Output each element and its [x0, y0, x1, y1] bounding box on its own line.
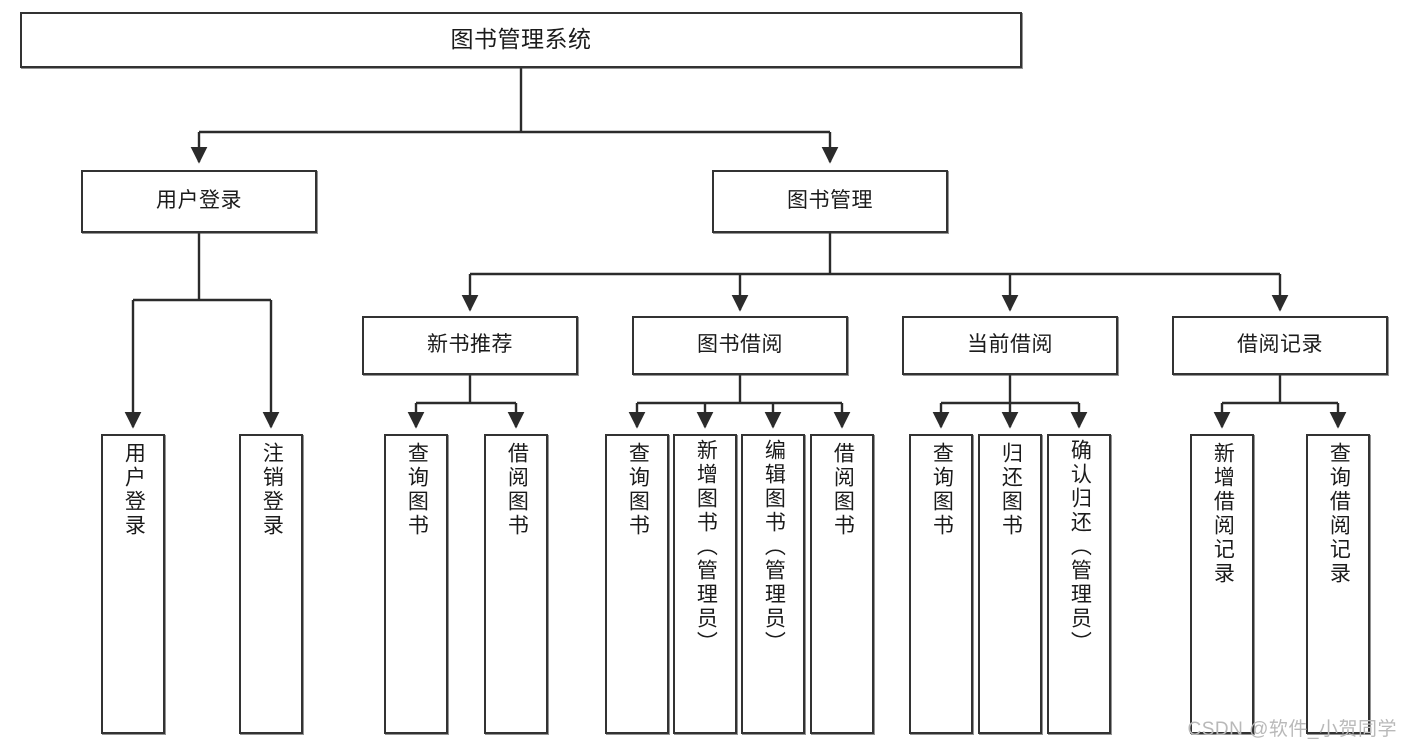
node-label-user-login: 用户登录 [156, 189, 242, 213]
leaf-label-borrow-edit-book-admin: 编辑图书（管理员） [762, 439, 786, 655]
leaf-borrow-query-book[interactable]: 查询图书 [605, 434, 669, 734]
node-root-system[interactable]: 图书管理系统 [20, 12, 1022, 68]
leaf-label-recommend-borrow-book: 借阅图书 [505, 442, 529, 538]
node-user-login[interactable]: 用户登录 [81, 170, 317, 233]
node-book-borrow[interactable]: 图书借阅 [632, 316, 848, 375]
leaf-label-current-confirm-return-admin: 确认归还（管理员） [1068, 439, 1092, 655]
leaf-current-confirm-return-admin[interactable]: 确认归还（管理员） [1047, 434, 1111, 734]
leaf-label-recommend-query-book: 查询图书 [405, 442, 429, 538]
node-book-management[interactable]: 图书管理 [712, 170, 948, 233]
leaf-borrow-borrow-book[interactable]: 借阅图书 [810, 434, 874, 734]
leaf-label-current-return-book: 归还图书 [999, 442, 1023, 538]
node-label-new-book-recommend: 新书推荐 [427, 333, 513, 357]
leaf-record-query-record[interactable]: 查询借阅记录 [1306, 434, 1370, 734]
leaf-borrow-add-book-admin[interactable]: 新增图书（管理员） [673, 434, 737, 734]
leaf-current-return-book[interactable]: 归还图书 [978, 434, 1042, 734]
node-label-borrow-record: 借阅记录 [1237, 333, 1323, 357]
node-label-book-borrow: 图书借阅 [697, 333, 783, 357]
leaf-user-login-login[interactable]: 用户登录 [101, 434, 165, 734]
leaf-label-record-add-record: 新增借阅记录 [1211, 442, 1235, 586]
leaf-label-borrow-query-book: 查询图书 [626, 442, 650, 538]
leaf-user-login-logout[interactable]: 注销登录 [239, 434, 303, 734]
node-label-current-borrow: 当前借阅 [967, 333, 1053, 357]
node-label-book-management: 图书管理 [787, 189, 873, 213]
leaf-label-user-login-logout: 注销登录 [260, 442, 284, 538]
leaf-label-record-query-record: 查询借阅记录 [1327, 442, 1351, 586]
leaf-recommend-borrow-book[interactable]: 借阅图书 [484, 434, 548, 734]
leaf-recommend-query-book[interactable]: 查询图书 [384, 434, 448, 734]
leaf-current-query-book[interactable]: 查询图书 [909, 434, 973, 734]
leaf-label-current-query-book: 查询图书 [930, 442, 954, 538]
node-current-borrow[interactable]: 当前借阅 [902, 316, 1118, 375]
node-new-book-recommend[interactable]: 新书推荐 [362, 316, 578, 375]
node-borrow-record[interactable]: 借阅记录 [1172, 316, 1388, 375]
leaf-label-borrow-borrow-book: 借阅图书 [831, 442, 855, 538]
leaf-label-user-login-login: 用户登录 [122, 442, 146, 538]
leaf-borrow-edit-book-admin[interactable]: 编辑图书（管理员） [741, 434, 805, 734]
csdn-watermark: CSDN @软件_小贺同学 [1187, 719, 1397, 740]
node-label-root: 图书管理系统 [450, 26, 592, 53]
leaf-record-add-record[interactable]: 新增借阅记录 [1190, 434, 1254, 734]
leaf-label-borrow-add-book-admin: 新增图书（管理员） [694, 439, 718, 655]
